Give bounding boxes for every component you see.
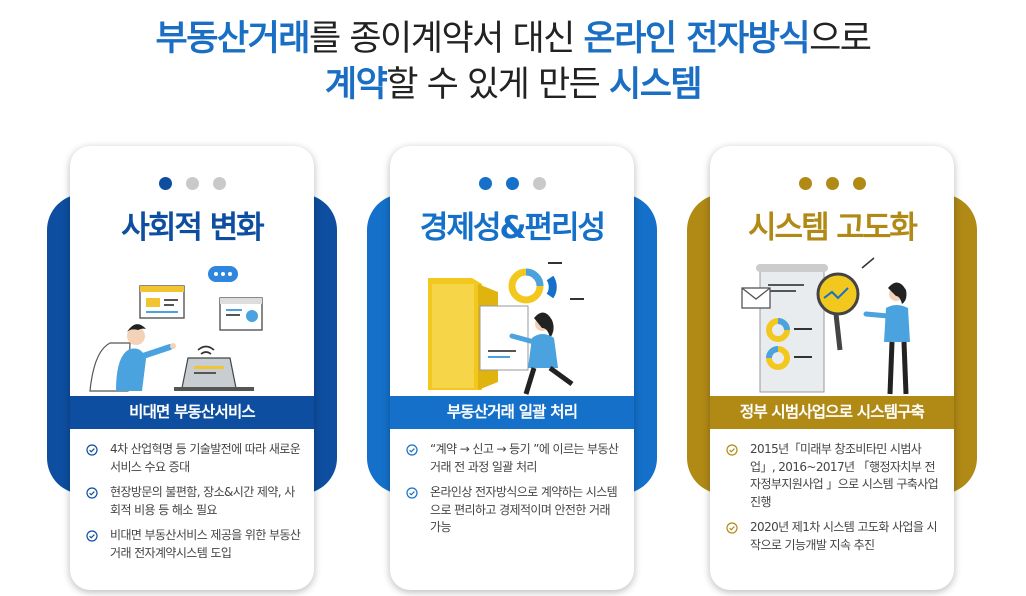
- list-item: 현장방문의 불편함, 장소&시간 제약, 사회적 비용 등 해소 필요: [84, 484, 302, 519]
- wifi-icon: [197, 345, 215, 355]
- card-economy-convenience: 경제성&편리성: [367, 146, 657, 592]
- dot-active: [825, 177, 839, 190]
- card-ribbon: 비대면 부동산서비스: [70, 396, 314, 429]
- list-item: 2020년 제1차 시스템 고도화 사업을 시작으로 기능개발 지속 추진: [724, 519, 942, 554]
- card-title: 경제성&편리성: [419, 210, 606, 246]
- speech-bubble-icon: [208, 266, 238, 282]
- headline-line-2: 계약할 수 있게 만든 시스템: [0, 62, 1026, 108]
- dot-active: [478, 177, 492, 190]
- bullet-list: “계약 → 신고 → 등기 ”에 이르는 부동산거래 전 과정 일괄 처리 온라…: [404, 441, 622, 545]
- card-ribbon: 정부 시범사업으로 시스템구축: [710, 396, 954, 429]
- card-panel: 경제성&편리성: [390, 146, 634, 590]
- pagination-dots: [390, 177, 634, 190]
- bullet-list: 4차 산업혁명 등 기술발전에 따라 새로운 서비스 수요 증대 현장방문의 불…: [84, 441, 302, 570]
- pagination-dots: [70, 177, 314, 190]
- dot-active: [852, 177, 866, 190]
- card-panel: 시스템 고도화: [710, 146, 954, 590]
- dot-active: [505, 177, 519, 190]
- card-social-change: 사회적 변화: [47, 146, 337, 592]
- headline-highlight: 계약: [324, 65, 388, 105]
- check-circle-icon: [726, 522, 738, 534]
- check-circle-icon: [86, 487, 98, 499]
- profile-window-icon: [219, 297, 263, 331]
- dot-active: [798, 177, 812, 190]
- check-circle-icon: [86, 530, 98, 542]
- check-circle-icon: [86, 444, 98, 456]
- document-analysis-illustration: [428, 262, 584, 395]
- person-icon: [89, 324, 176, 392]
- pie-chart-icon: [508, 262, 584, 304]
- person-icon: [863, 282, 910, 395]
- pagination-dots: [710, 177, 954, 190]
- system-analysis-illustration: [741, 257, 910, 395]
- bullet-text: 2020년 제1차 시스템 고도화 사업을 시작으로 기능개발 지속 추진: [750, 520, 938, 552]
- bullet-text: 2015년「미래부 창조비타민 시범사업」, 2016~2017년 「행정자치부…: [750, 442, 939, 509]
- dot: [532, 177, 546, 190]
- bullet-text: 4차 산업혁명 등 기술발전에 따라 새로운 서비스 수요 증대: [110, 442, 301, 474]
- remote-service-illustration: [89, 266, 263, 392]
- scroll-document-icon: [756, 264, 828, 393]
- headline-highlight: 온라인 전자방식: [583, 19, 811, 59]
- check-circle-icon: [406, 444, 418, 456]
- list-item: 4차 산업혁명 등 기술발전에 따라 새로운 서비스 수요 증대: [84, 441, 302, 476]
- check-circle-icon: [406, 487, 418, 499]
- card-panel: 사회적 변화: [70, 146, 314, 590]
- browser-window-icon: [139, 285, 185, 319]
- person-icon: [509, 312, 574, 395]
- list-item: “계약 → 신고 → 등기 ”에 이르는 부동산거래 전 과정 일괄 처리: [404, 441, 622, 476]
- donut-chart-icon: [766, 318, 812, 370]
- check-circle-icon: [726, 444, 738, 456]
- laptop-icon: [174, 357, 254, 391]
- headline-text: 할 수 있게 만든: [386, 65, 609, 105]
- list-item: 비대면 부동산서비스 제공을 위한 부동산거래 전자계약시스템 도입: [84, 527, 302, 562]
- envelope-icon: [741, 287, 771, 309]
- headline-highlight: 시스템: [609, 65, 703, 105]
- headline-text: 으로: [809, 19, 872, 59]
- headline-line-1: 부동산거래를 종이계약서 대신 온라인 전자방식으로: [0, 16, 1026, 62]
- card-ribbon: 부동산거래 일괄 처리: [390, 396, 634, 429]
- bullet-text: 비대면 부동산서비스 제공을 위한 부동산거래 전자계약시스템 도입: [110, 528, 301, 560]
- dot: [212, 177, 226, 190]
- bullet-text: 현장방문의 불편함, 장소&시간 제약, 사회적 비용 등 해소 필요: [110, 485, 295, 517]
- list-item: 온라인상 전자방식으로 계약하는 시스템으로 편리하고 경제적이며 안전한 거래…: [404, 484, 622, 537]
- list-item: 2015년「미래부 창조비타민 시범사업」, 2016~2017년 「행정자치부…: [724, 441, 942, 511]
- bullet-text: 온라인상 전자방식으로 계약하는 시스템으로 편리하고 경제적이며 안전한 거래…: [430, 485, 618, 534]
- headline-text: 를 종이계약서 대신: [309, 19, 584, 59]
- headline: 부동산거래를 종이계약서 대신 온라인 전자방식으로 계약할 수 있게 만든 시…: [0, 16, 1026, 108]
- magnifier-icon: [816, 257, 875, 351]
- dot: [185, 177, 199, 190]
- bullet-list: 2015년「미래부 창조비타민 시범사업」, 2016~2017년 「행정자치부…: [724, 441, 942, 562]
- card-title: 시스템 고도화: [748, 210, 918, 246]
- dot-active: [158, 177, 172, 190]
- bullet-text: “계약 → 신고 → 등기 ”에 이르는 부동산거래 전 과정 일괄 처리: [430, 442, 619, 474]
- card-title: 사회적 변화: [121, 210, 264, 246]
- headline-highlight: 부동산거래: [155, 19, 311, 59]
- card-system-upgrade: 시스템 고도화: [687, 146, 977, 592]
